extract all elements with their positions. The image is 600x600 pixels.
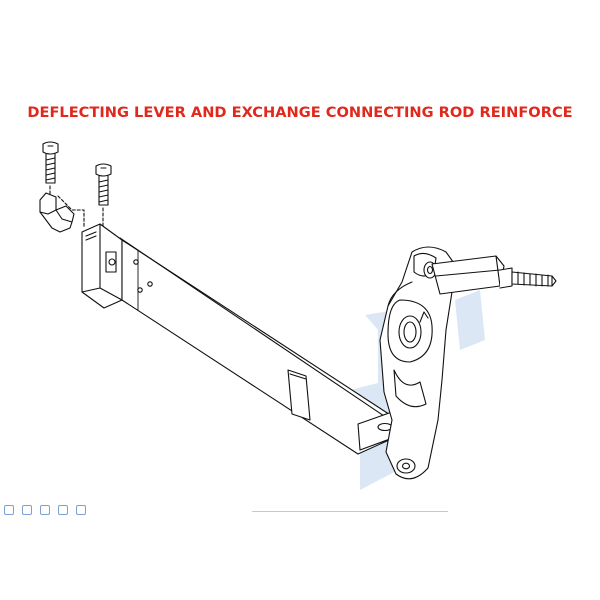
diagram-title: DEFLECTING LEVER AND EXCHANGE CONNECTING… (27, 104, 573, 121)
hook-bracket-icon (39, 192, 85, 233)
connecting-rod-icon (431, 255, 557, 295)
small-icon (40, 505, 50, 515)
footer-divider (252, 511, 448, 512)
small-icon (76, 505, 86, 515)
footer-icon-strip (0, 505, 90, 519)
small-icon (22, 505, 32, 515)
lever-arm-icon (81, 223, 405, 455)
small-icon (58, 505, 68, 515)
screw-right-icon (95, 163, 112, 231)
small-icon (4, 505, 14, 515)
